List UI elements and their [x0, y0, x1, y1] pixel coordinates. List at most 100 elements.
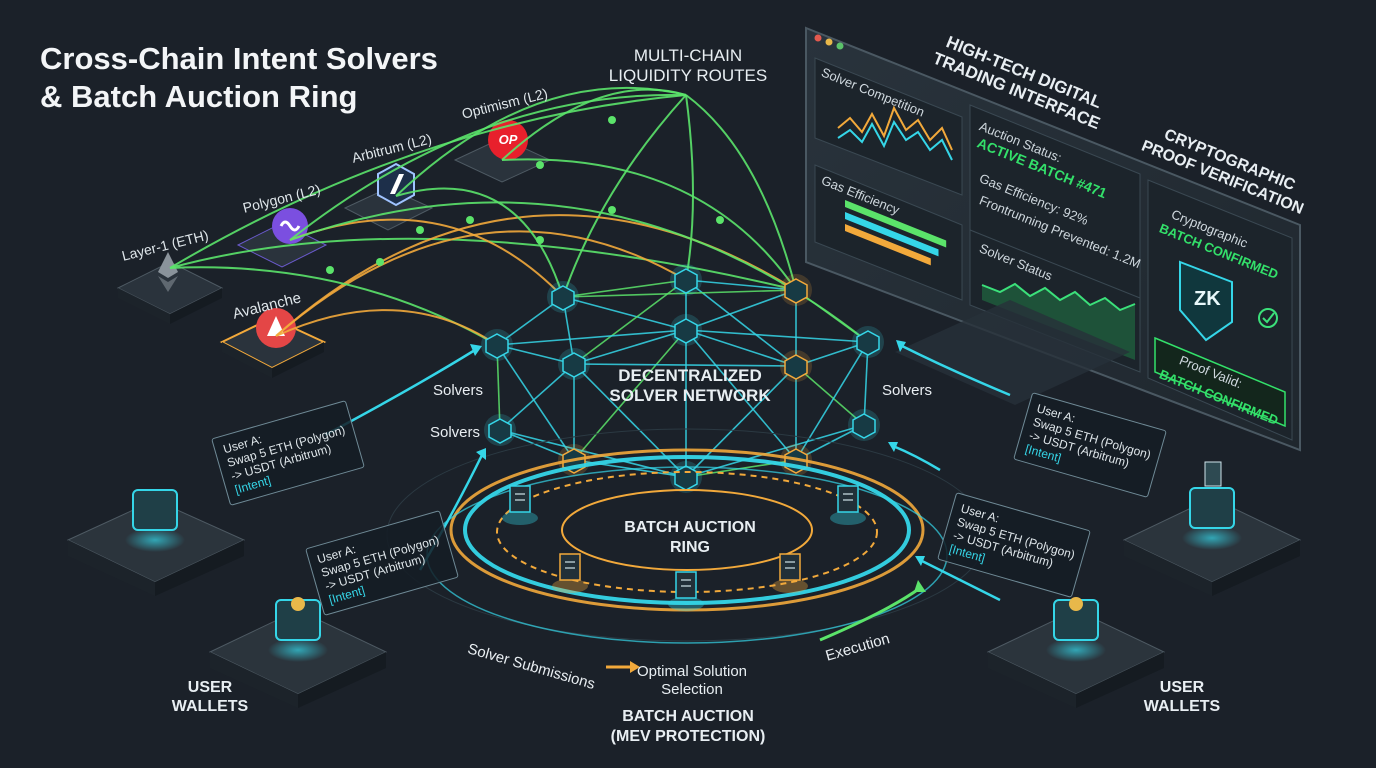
- document-icon: [509, 485, 531, 513]
- wallets-label-left-line-1: USER: [187, 679, 233, 696]
- route-line: [169, 94, 687, 269]
- mesh-link: [685, 279, 797, 291]
- document-glow: [772, 579, 808, 593]
- page-title: Cross-Chain Intent Solvers & Batch Aucti…: [40, 40, 438, 116]
- routes-label-line-1: MULTI-CHAIN: [633, 46, 743, 65]
- document-icon: [779, 553, 801, 581]
- mesh-link: [795, 289, 869, 343]
- wallet-right-lower: [986, 597, 1166, 708]
- solvers-label-left-lower: Solvers: [430, 424, 481, 441]
- mesh-link: [685, 329, 869, 343]
- coin-icon: [291, 597, 305, 611]
- platform-arbitrum: [343, 187, 434, 231]
- mesh-link: [573, 329, 687, 461]
- document-glow: [502, 511, 538, 525]
- route-line: [275, 309, 498, 346]
- wallet-left-lower: [208, 597, 388, 708]
- ring-label-line-2: RING: [670, 539, 710, 556]
- document-glow: [830, 511, 866, 525]
- wallets-label-left-line-2: WALLETS: [171, 698, 249, 715]
- wallet-left-upper: [66, 489, 246, 596]
- arrow-intent-right-lower: [919, 558, 1001, 602]
- solver-node: [674, 268, 698, 294]
- competition-line-cyan: [837, 119, 953, 161]
- mesh-link: [562, 289, 797, 298]
- route-dot: [536, 236, 544, 244]
- window-min-dot: [825, 38, 833, 46]
- proof-valid-box: [1154, 336, 1286, 428]
- zk-shield-icon: [1179, 260, 1233, 342]
- bottom-label: BATCH AUCTION (MEV PROTECTION): [588, 707, 788, 747]
- wallets-label-right-line-2: WALLETS: [1143, 698, 1221, 715]
- solver-node: [674, 318, 698, 344]
- mesh-link: [685, 329, 797, 461]
- title-line-1: Cross-Chain Intent Solvers: [40, 41, 438, 76]
- solver-node: [852, 413, 876, 439]
- arrow-solvers-right: [899, 343, 1011, 397]
- wallets-label-right: USER WALLETS: [1122, 678, 1242, 716]
- ring-cyan: [463, 455, 911, 605]
- solver-node: [485, 333, 509, 359]
- check-shield-icon: [1258, 308, 1278, 328]
- mesh-link: [685, 329, 797, 367]
- submission-documents: [502, 485, 866, 611]
- network-label: DECENTRALIZED SOLVER NETWORK: [590, 366, 790, 406]
- ring-outer-orange: [449, 448, 925, 612]
- solver-node: [784, 354, 808, 380]
- route-dot: [466, 216, 474, 224]
- flow-label-selection: Optimal Solution Selection: [612, 663, 772, 699]
- route-line: [501, 88, 687, 161]
- solvers-label-left-upper: Solvers: [433, 382, 484, 399]
- mesh-link: [685, 289, 797, 331]
- route-dot: [536, 161, 544, 169]
- route-line: [562, 94, 687, 298]
- wallet-pedestals: [66, 461, 1302, 708]
- route-dot: [376, 258, 384, 266]
- document-icon: [559, 553, 581, 581]
- mesh-link: [496, 296, 564, 346]
- wallet-icon: [132, 489, 178, 531]
- mesh-link: [573, 363, 797, 367]
- bottom-label-line-2: (MEV PROTECTION): [610, 728, 766, 745]
- polygon-icon-glyph: [279, 220, 301, 232]
- solver-node: [562, 352, 586, 378]
- mesh-link: [685, 279, 797, 367]
- network-label-line-2: SOLVER NETWORK: [609, 386, 771, 405]
- mesh-link: [496, 344, 575, 365]
- mesh-link: [499, 363, 575, 431]
- mesh-link: [562, 279, 687, 298]
- mesh-link: [685, 424, 865, 478]
- competition-line-orange: [837, 105, 953, 151]
- arrow-intent-right-upper: [892, 444, 941, 472]
- bottom-label-line-1: BATCH AUCTION: [622, 708, 754, 725]
- wallets-label-right-line-1: USER: [1159, 679, 1205, 696]
- mesh-link: [496, 344, 575, 461]
- mesh-link: [499, 429, 687, 478]
- dashboard-stand: [895, 300, 1130, 405]
- routes-label: MULTI-CHAIN LIQUIDITY ROUTES: [588, 46, 788, 86]
- route-line: [685, 94, 797, 291]
- wallet-right-upper: [1122, 461, 1302, 596]
- route-dot: [716, 216, 724, 224]
- solver-node: [551, 285, 575, 311]
- mesh-link: [496, 344, 501, 431]
- solver-node: [674, 465, 698, 491]
- ring-label-line-1: BATCH AUCTION: [624, 519, 756, 536]
- arrow-execution: [819, 586, 921, 642]
- flow-label-selection-line-1: Optimal Solution: [636, 663, 748, 680]
- card-solver-competition: [814, 57, 963, 196]
- mesh-link: [499, 429, 575, 461]
- solvers-label-right: Solvers: [882, 382, 933, 399]
- document-glow: [668, 597, 704, 611]
- solver-node: [488, 418, 512, 444]
- route-line: [275, 230, 687, 337]
- route-line: [685, 94, 694, 281]
- route-line: [395, 86, 687, 197]
- document-icon: [837, 485, 859, 513]
- mesh-link: [863, 341, 869, 426]
- op-badge: OP: [498, 132, 518, 147]
- document-icon: [1204, 461, 1222, 487]
- title-line-2: & Batch Auction Ring: [40, 79, 358, 114]
